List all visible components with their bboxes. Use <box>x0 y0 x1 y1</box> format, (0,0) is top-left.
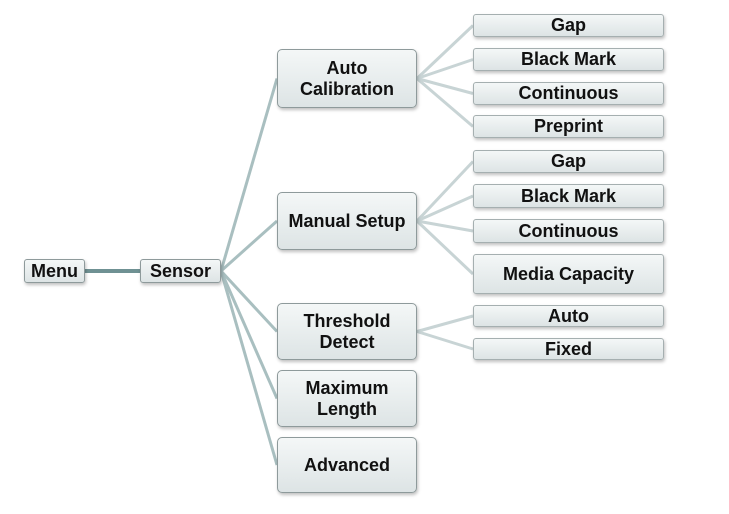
link-level2-child <box>416 58 474 80</box>
link-level2-child <box>416 77 474 128</box>
node-menu: Menu <box>24 259 85 283</box>
link-level2-child <box>416 194 474 223</box>
link-level2-child <box>416 314 474 333</box>
link-level2-child <box>415 160 475 223</box>
node-level2: Auto Calibration <box>277 49 417 108</box>
link-sensor-child <box>219 270 279 400</box>
node-sensor: Sensor <box>140 259 221 283</box>
node-level3: Black Mark <box>473 48 664 71</box>
link-level2-child <box>415 219 475 276</box>
node-level3: Black Mark <box>473 184 664 208</box>
node-level2: Advanced <box>277 437 417 493</box>
node-level3: Continuous <box>473 219 664 243</box>
node-level2: Threshold Detect <box>277 303 417 360</box>
node-level3: Auto <box>473 305 664 327</box>
node-level3: Gap <box>473 150 664 173</box>
link-sensor-child <box>219 269 279 333</box>
link-level2-child <box>415 24 475 80</box>
link-sensor-child <box>219 78 279 272</box>
link-sensor-child <box>219 270 279 466</box>
node-level3: Gap <box>473 14 664 37</box>
node-level3: Preprint <box>473 115 664 138</box>
node-level2: Manual Setup <box>277 192 417 250</box>
node-level3: Continuous <box>473 82 664 105</box>
node-level3: Media Capacity <box>473 254 664 294</box>
node-level2: Maximum Length <box>277 370 417 427</box>
link-level2-child <box>416 330 474 351</box>
link-sensor-child <box>220 219 278 273</box>
link-level2-child <box>416 219 474 233</box>
node-level3: Fixed <box>473 338 664 360</box>
link-level2-child <box>416 77 474 95</box>
